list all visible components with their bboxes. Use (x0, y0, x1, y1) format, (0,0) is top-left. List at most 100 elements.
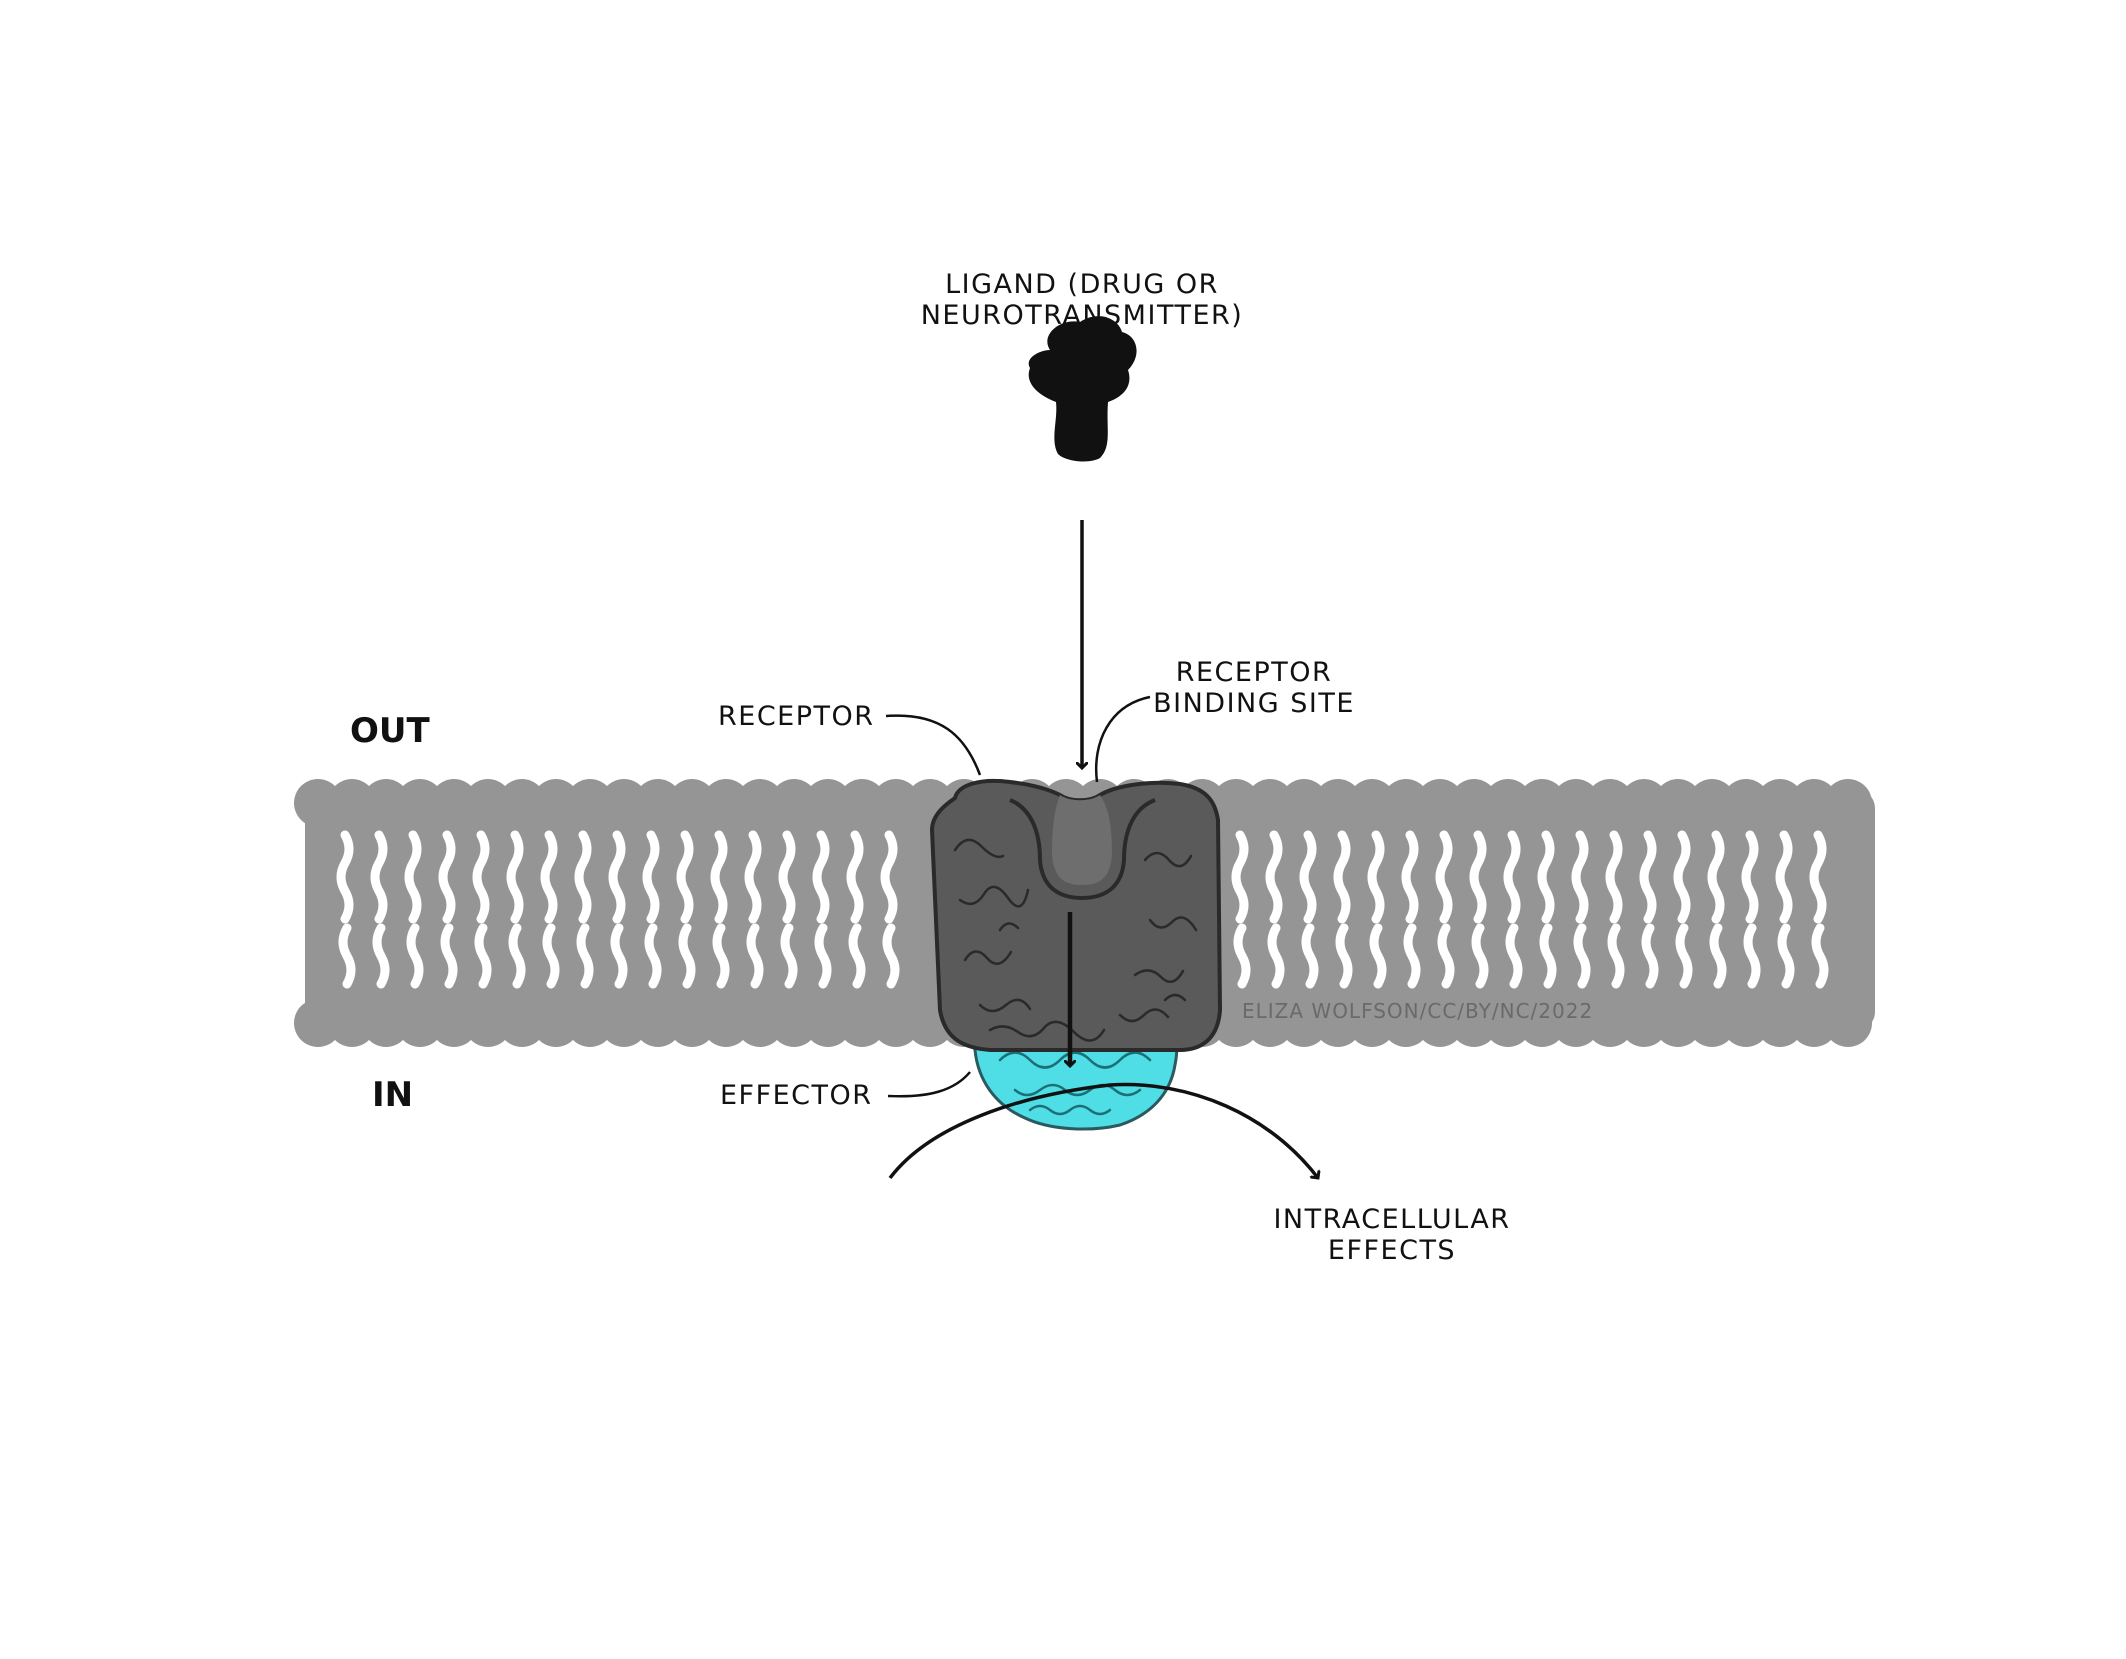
lipid-head (294, 999, 342, 1047)
lipid-tail-gap (506, 830, 526, 989)
lipid-head (362, 999, 410, 1047)
effects-arrow (888, 1082, 1318, 1178)
lipid-head (770, 779, 818, 827)
lipid-head (736, 779, 784, 827)
lipid-tail-gap (1537, 830, 1557, 989)
lipid-head (668, 999, 716, 1047)
lipid-head (1586, 999, 1634, 1047)
lipid-head (1212, 999, 1260, 1047)
ligand-label-line2: NEUROTRANSMITTER) (921, 300, 1244, 331)
lipid-head (566, 999, 614, 1047)
lipid-tail-gap (846, 830, 866, 989)
lipid-head (1824, 779, 1872, 827)
lipid-head (1280, 779, 1328, 827)
membrane-lipid-tails (336, 830, 1829, 989)
receptor-texture (953, 838, 1198, 1042)
lipid-head (1450, 999, 1498, 1047)
lipid-head (1518, 779, 1566, 827)
lipid-tail-gap (1571, 830, 1591, 989)
lipid-head (1688, 999, 1736, 1047)
lipid-tail-gap (1775, 830, 1795, 989)
lipid-tail-gap (608, 830, 628, 989)
lipid-tail-gap (1809, 830, 1829, 989)
lipid-head (1314, 779, 1362, 827)
lipid-head (430, 779, 478, 827)
lipid-head (1620, 779, 1668, 827)
lipid-head (566, 779, 614, 827)
lipid-head (1518, 999, 1566, 1047)
lipid-tail-gap (574, 830, 594, 989)
lipid-tail-gap (1741, 830, 1761, 989)
binding-site-leader (1094, 695, 1151, 783)
lipid-tail-gap (1401, 830, 1421, 989)
receptor-leader (885, 714, 982, 776)
binding-site-label-line2: BINDING SITE (1153, 688, 1355, 719)
lipid-tail-gap (744, 830, 764, 989)
lipid-head (702, 999, 750, 1047)
lipid-head (532, 999, 580, 1047)
lipid-tail-gap (1367, 830, 1387, 989)
lipid-tail-gap (1469, 830, 1489, 989)
ligand-blob (1028, 316, 1137, 462)
receptor-label: RECEPTOR (718, 701, 875, 732)
lipid-head (1552, 779, 1600, 827)
lipid-head (1212, 779, 1260, 827)
lipid-head (328, 999, 376, 1047)
effector-label: EFFECTOR (720, 1080, 873, 1111)
lipid-head (1824, 999, 1872, 1047)
lipid-head (736, 999, 784, 1047)
binding-site-fill (1052, 795, 1112, 885)
lipid-head (430, 999, 478, 1047)
lipid-tail-gap (336, 830, 356, 989)
lipid-head (1790, 779, 1838, 827)
lipid-head (464, 999, 512, 1047)
effects-label-line2: EFFECTS (1328, 1235, 1456, 1266)
lipid-head (1688, 779, 1736, 827)
lipid-tail-gap (1299, 830, 1319, 989)
lipid-head (464, 779, 512, 827)
lipid-head (294, 779, 342, 827)
lipid-head (872, 779, 920, 827)
lipid-head (804, 999, 852, 1047)
lipid-head (1382, 999, 1430, 1047)
lipid-head (1756, 999, 1804, 1047)
lipid-head (328, 779, 376, 827)
lipid-head (1790, 999, 1838, 1047)
lipid-head (600, 999, 648, 1047)
lipid-head (396, 999, 444, 1047)
in-label: IN (372, 1075, 413, 1115)
lipid-tail-gap (1673, 830, 1693, 989)
lipid-tail-gap (812, 830, 832, 989)
credit-text: ELIZA WOLFSON/CC/BY/NC/2022 (1242, 999, 1593, 1023)
lipid-tail-gap (540, 830, 560, 989)
lipid-tail-gap (1639, 830, 1659, 989)
lipid-head (804, 779, 852, 827)
lipid-head (1722, 999, 1770, 1047)
lipid-head (1654, 999, 1702, 1047)
lipid-head (1586, 779, 1634, 827)
lipid-head (634, 999, 682, 1047)
lipid-tail-gap (438, 830, 458, 989)
lipid-head (1348, 999, 1396, 1047)
effects-label-line1: INTRACELLULAR (1273, 1204, 1510, 1235)
lipid-head (702, 779, 750, 827)
effector-texture (998, 1051, 1152, 1116)
lipid-head (1552, 999, 1600, 1047)
lipid-head (1416, 999, 1464, 1047)
lipid-head (1484, 779, 1532, 827)
lipid-tail-gap (1503, 830, 1523, 989)
lipid-head (668, 779, 716, 827)
lipid-tail-gap (710, 830, 730, 989)
receptor-protein (929, 778, 1223, 1052)
lipid-tail-gap (404, 830, 424, 989)
binding-site-label-line1: RECEPTOR (1176, 657, 1333, 688)
lipid-head (498, 779, 546, 827)
out-label: OUT (350, 711, 431, 751)
lipid-head (396, 779, 444, 827)
lipid-head (634, 779, 682, 827)
binding-site-outline (1009, 798, 1156, 901)
lipid-head (872, 999, 920, 1047)
lipid-head (1756, 779, 1804, 827)
lipid-tail-gap (880, 830, 900, 989)
